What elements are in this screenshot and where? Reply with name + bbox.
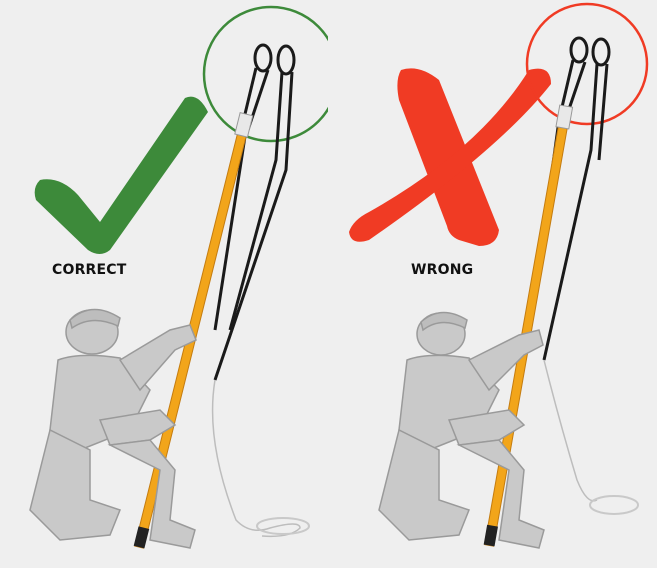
correct-label: CORRECT	[52, 262, 127, 278]
wrong-panel: WRONG	[329, 0, 657, 568]
wrong-illustration	[329, 0, 657, 568]
correct-illustration	[0, 0, 328, 568]
correct-panel: CORRECT	[0, 0, 328, 568]
wrong-label: WRONG	[411, 262, 473, 278]
